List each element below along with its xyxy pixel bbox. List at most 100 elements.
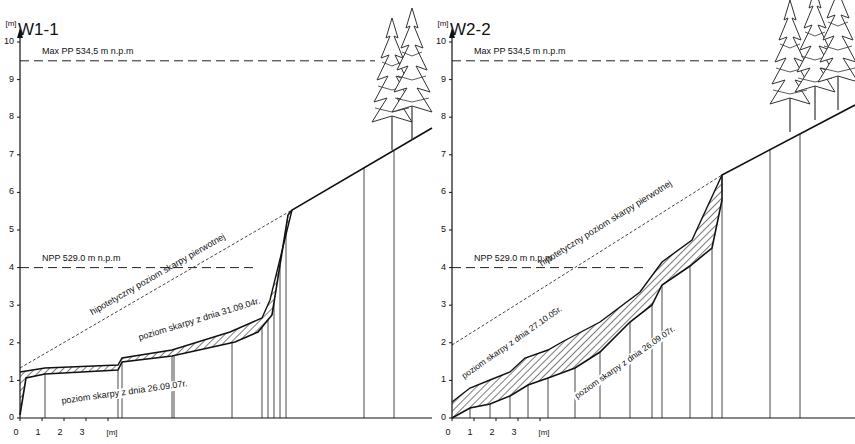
axis-value: 3: [79, 428, 84, 438]
slope-line-earlier: [452, 175, 722, 402]
axis-tick: [474, 418, 475, 421]
slope-line-2007: [452, 105, 855, 418]
x-axis: [20, 417, 432, 418]
hypothetical-line: [452, 175, 722, 345]
axis-unit: [m]: [106, 429, 117, 438]
survey-vertical: [630, 322, 631, 418]
axis-value: 2: [9, 338, 14, 348]
y-axis: [451, 30, 452, 418]
axis-value: 7: [9, 150, 14, 160]
axis-tick: [540, 418, 541, 421]
survey-vertical: [394, 150, 395, 418]
axis-tick: [17, 192, 20, 193]
slope-label: hipotetyczny poziom skarpy pierwotnej: [89, 232, 227, 318]
max-water-level: [452, 60, 768, 61]
axis-value: 1: [467, 428, 472, 438]
axis-tick: [449, 305, 452, 306]
survey-vertical: [232, 343, 233, 418]
axis-tick: [17, 42, 20, 43]
axis-value: 1: [9, 375, 14, 385]
axis-tick: [17, 117, 20, 118]
axis-value: 7: [441, 150, 446, 160]
axis-tick: [20, 418, 21, 421]
axis-tick: [17, 154, 20, 155]
section-w1: [17, 28, 432, 421]
axis-value: 5: [441, 225, 446, 235]
survey-vertical: [262, 327, 263, 418]
axis-tick: [449, 342, 452, 343]
axis-unit: [m]: [437, 20, 448, 29]
axis-value: 5: [9, 225, 14, 235]
hatched-band: [452, 175, 722, 418]
axis-tick: [108, 418, 109, 421]
survey-vertical: [528, 385, 529, 418]
axis-value: 3: [9, 300, 14, 310]
axis-value: 1: [35, 428, 40, 438]
slope-label: hipotetyczny poziom skarpy pierwotnej: [538, 179, 674, 269]
axis-tick: [449, 79, 452, 80]
axis-tick: [449, 154, 452, 155]
axis-value: 1: [441, 375, 446, 385]
axis-unit: [m]: [5, 20, 16, 29]
axis-tick: [449, 117, 452, 118]
survey-vertical: [690, 266, 691, 418]
axis-value: 0: [13, 428, 18, 438]
water-level-label: Max PP 534,5 m n.p.m: [42, 47, 133, 57]
x-axis: [452, 417, 855, 418]
survey-vertical: [722, 200, 723, 418]
axis-value: 10: [4, 37, 14, 47]
survey-vertical: [510, 396, 511, 418]
axis-value: 9: [441, 75, 446, 85]
axis-value: 6: [9, 187, 14, 197]
survey-vertical: [490, 404, 491, 418]
survey-vertical: [770, 150, 771, 418]
slope-line-2007: [20, 128, 432, 415]
axis-tick: [449, 267, 452, 268]
axis-value: 2: [57, 428, 62, 438]
axis-value: 2: [441, 338, 446, 348]
axis-tick: [449, 42, 452, 43]
water-level-label: Max PP 534,5 m n.p.m: [474, 47, 565, 57]
axis-value: 2: [489, 428, 494, 438]
survey-vertical: [800, 134, 801, 418]
section-title: W1-1: [18, 21, 59, 40]
slope-label: poziom skarpy z dnia 26.09.07r.: [59, 379, 190, 407]
axis-value: 3: [511, 428, 516, 438]
tree: [818, 0, 855, 110]
axis-tick: [452, 418, 453, 421]
axis-value: 4: [441, 263, 446, 273]
survey-vertical: [280, 265, 281, 418]
axis-tick: [17, 342, 20, 343]
survey-vertical: [45, 374, 46, 418]
normal-water-level: [452, 267, 648, 268]
axis-value: 4: [9, 263, 14, 273]
axis-value: 0: [9, 413, 14, 423]
slope-line-earlier: [20, 210, 292, 372]
axis-value: 8: [441, 112, 446, 122]
axis-tick: [518, 418, 519, 421]
tree: [795, 0, 835, 120]
axis-tick: [17, 230, 20, 231]
survey-vertical: [662, 285, 663, 418]
axis-value: 0: [441, 413, 446, 423]
survey-vertical: [652, 305, 653, 418]
survey-vertical: [274, 303, 275, 419]
hatched-band: [20, 210, 292, 415]
survey-vertical: [268, 320, 269, 418]
survey-vertical: [712, 248, 713, 418]
axis-tick: [64, 418, 65, 421]
axis-tick: [17, 305, 20, 306]
axis-tick: [449, 380, 452, 381]
axis-tick: [449, 192, 452, 193]
axis-value: 3: [441, 300, 446, 310]
axis-value: 8: [9, 112, 14, 122]
axis-tick: [17, 380, 20, 381]
axis-unit: [m]: [538, 429, 549, 438]
axis-value: 0: [445, 428, 450, 438]
axis-tick: [17, 267, 20, 268]
hypothetical-line: [20, 210, 292, 368]
normal-water-level: [20, 267, 258, 268]
axis-value: 10: [436, 37, 446, 47]
survey-vertical: [470, 408, 471, 418]
